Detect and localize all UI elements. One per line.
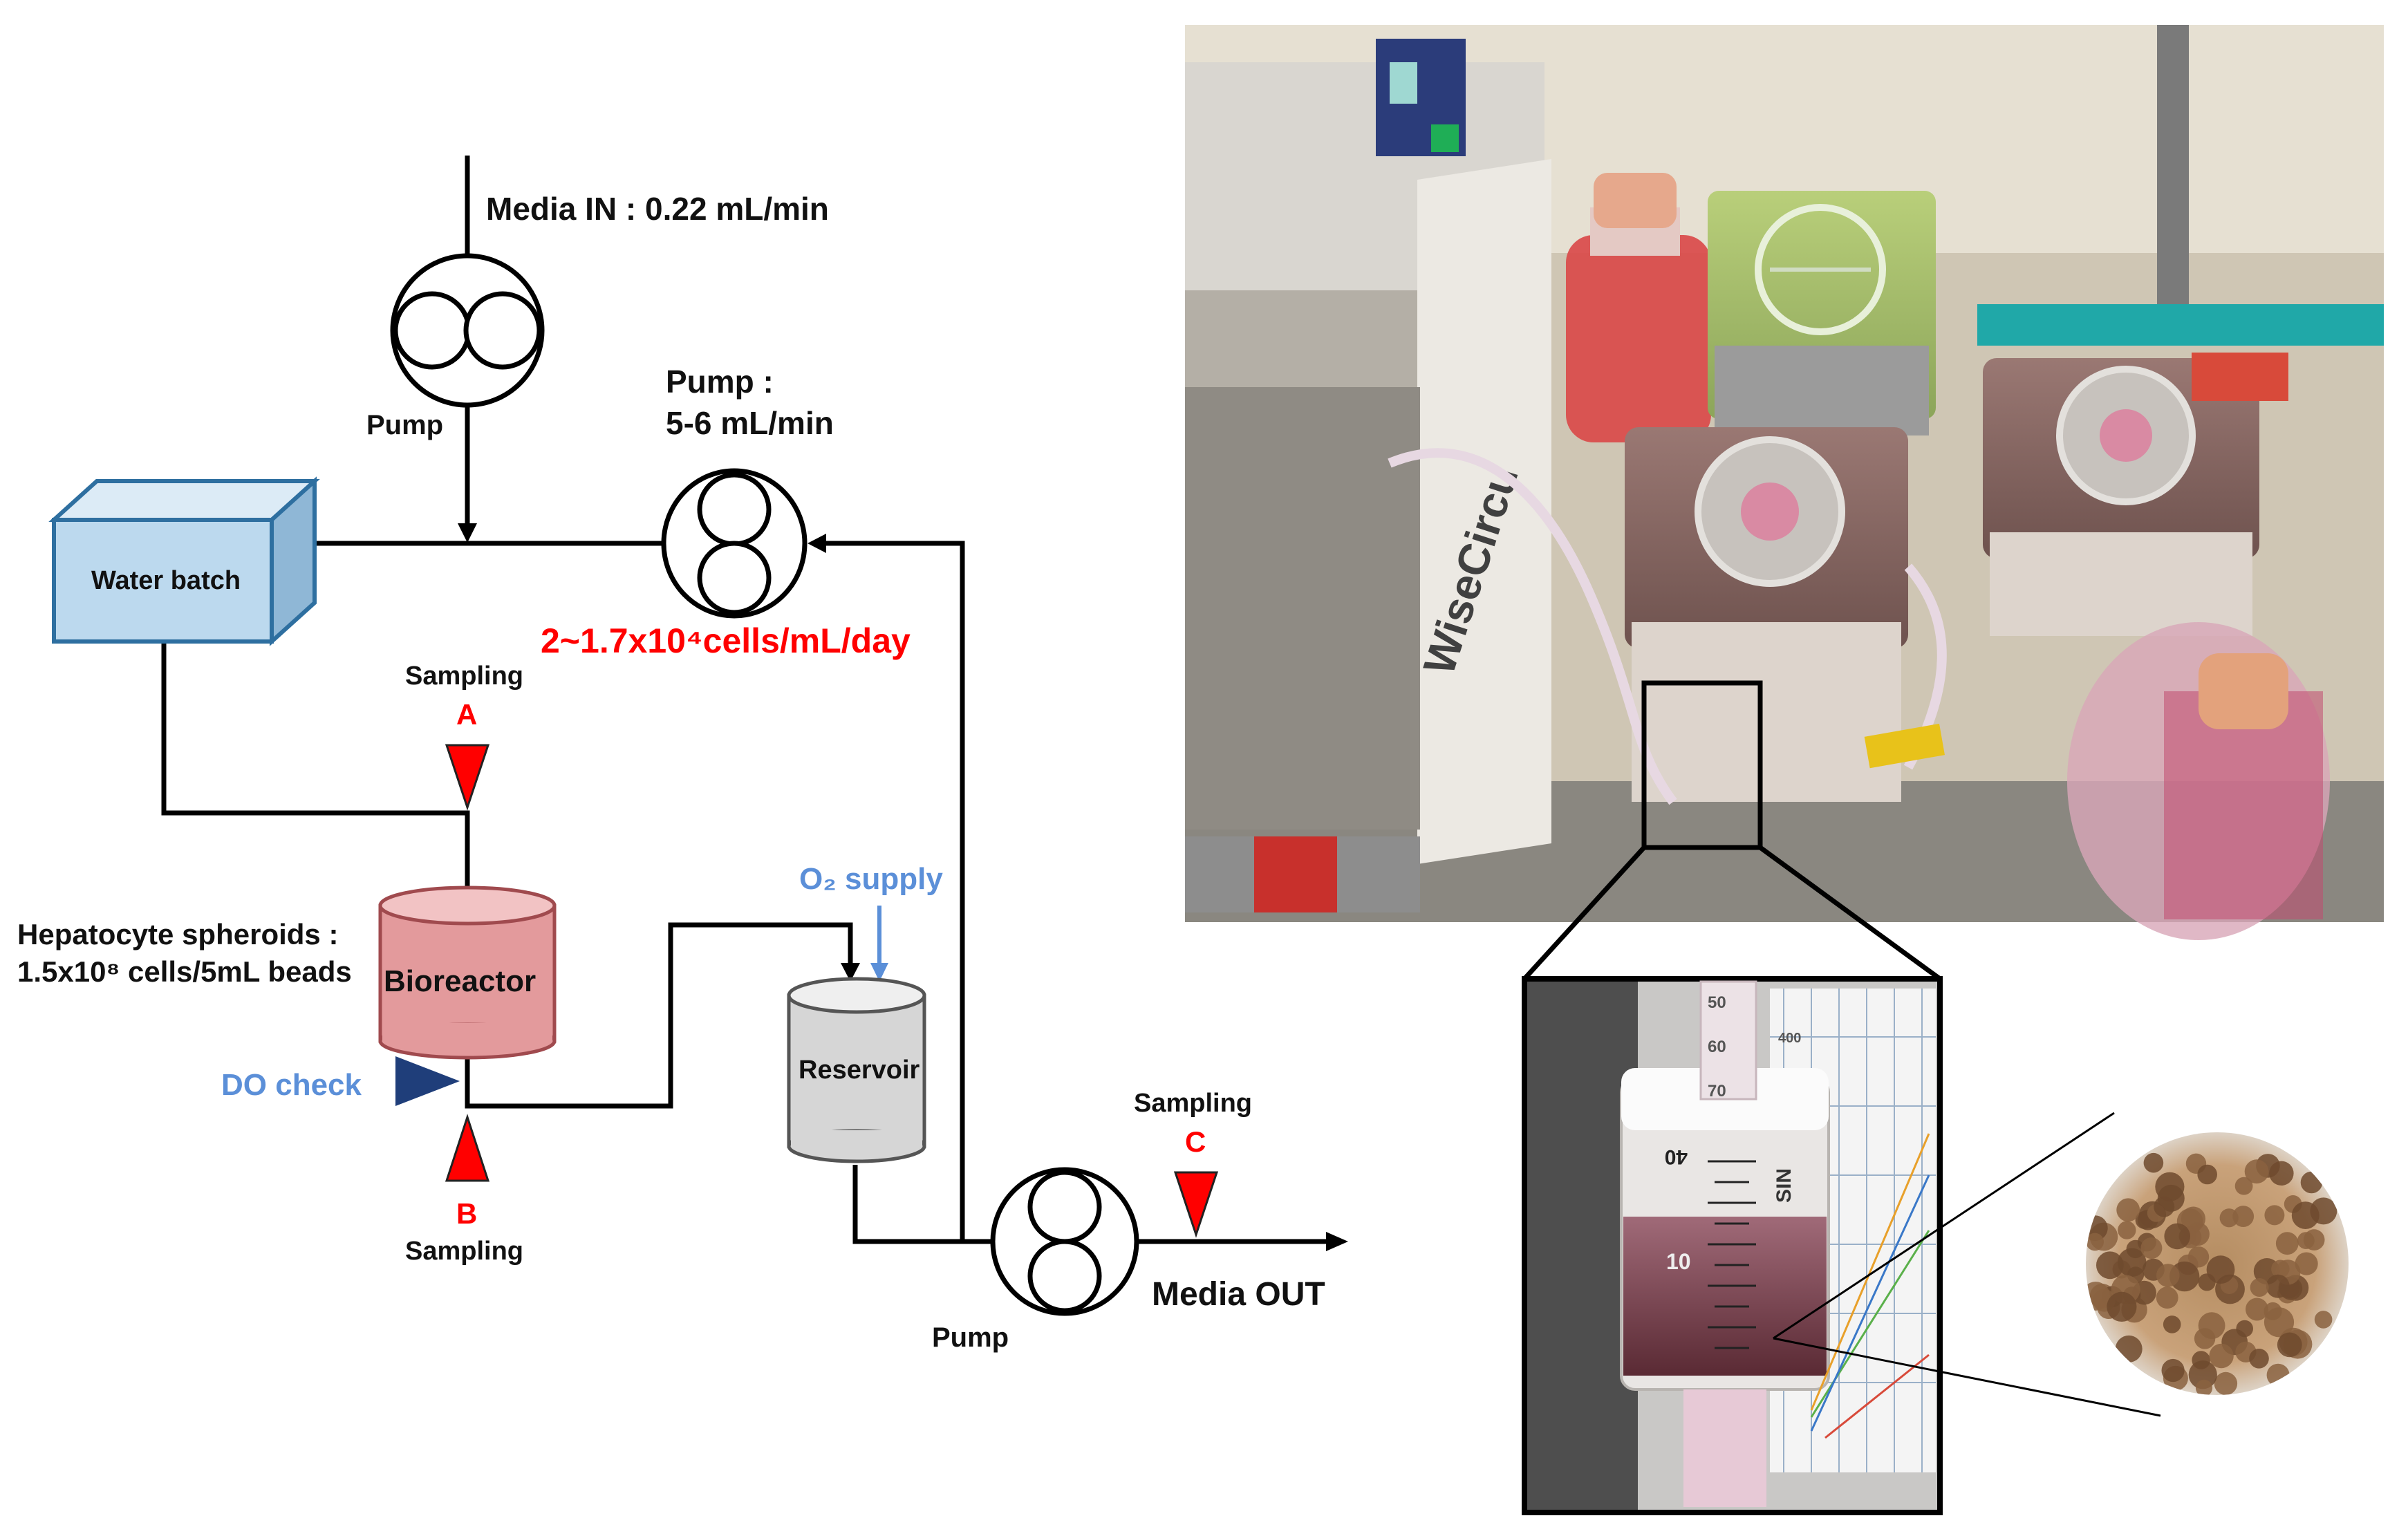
syringe-brand: SIN	[1773, 1168, 1795, 1203]
spheroid-dot	[2236, 1320, 2253, 1338]
pump-right-rate: 5-6 mL/min	[666, 405, 834, 441]
pump-right-title: Pump :	[666, 364, 774, 400]
pump-right	[661, 468, 808, 619]
do-check-marker-icon	[395, 1056, 460, 1106]
spheroid-dot	[2143, 1152, 2164, 1173]
sampling-a-label: Sampling	[405, 662, 523, 691]
do-check-label: DO check	[221, 1068, 362, 1102]
spheroid-dot	[2271, 1259, 2290, 1278]
green-pump-unit	[1708, 191, 1936, 435]
o2-supply-label: O₂ supply	[799, 862, 943, 896]
marker-c-label: C	[1185, 1125, 1206, 1158]
triangle-marker-icon	[1173, 1171, 1219, 1238]
spheroid-dot	[2118, 1221, 2136, 1239]
spheroid-dot	[2314, 1311, 2333, 1329]
media-out-label: Media OUT	[1152, 1276, 1325, 1313]
spheroid-dot	[2206, 1255, 2235, 1284]
spheroid-dot	[2161, 1358, 2185, 1383]
flow-lines	[161, 156, 1327, 1244]
spheroid-dot	[2209, 1343, 2234, 1369]
bioreactor-label: Bioreactor	[384, 964, 536, 998]
microscope-spheroids-image	[2086, 1132, 2349, 1395]
media-bottle-right	[2067, 622, 2330, 940]
spheroid-dot	[2086, 1233, 2104, 1251]
spheroid-dot	[2295, 1252, 2318, 1275]
pump-top-label: Pump	[366, 410, 443, 440]
arrowhead-icon	[1326, 1232, 1348, 1251]
marker-b-label: B	[456, 1197, 477, 1230]
zoom-inset-syringe: 10 40 50 60 70 400 SIN	[1522, 976, 1943, 1515]
pump-bottom-label: Pump	[932, 1322, 1009, 1353]
spheroid-dot	[2194, 1328, 2216, 1349]
spheroid-dot	[2234, 1177, 2253, 1195]
spheroid-dot	[2277, 1332, 2302, 1358]
spheroid-dot	[2096, 1251, 2124, 1280]
sampling-b-label: Sampling	[405, 1237, 523, 1266]
spheroid-dot	[2244, 1159, 2269, 1184]
spheroid-dot	[2116, 1198, 2140, 1222]
water-batch-label: Water batch	[91, 566, 241, 595]
syringe-mark-60: 60	[1708, 1038, 1726, 1056]
spheroid-dot	[2154, 1196, 2175, 1217]
spheroid-dot	[2269, 1161, 2294, 1186]
spheroid-dot	[2291, 1201, 2320, 1229]
spheroids-detail: 1.5x10⁸ cells/5mL beads	[17, 955, 352, 988]
media-in-label: Media IN : 0.22 mL/min	[486, 191, 829, 227]
setup-photo: WiseCircu	[1185, 25, 2384, 940]
spheroid-dot	[2195, 1379, 2213, 1395]
spheroid-dot	[2156, 1286, 2178, 1309]
syringe-mark-10: 10	[1666, 1249, 1691, 1274]
arrowhead-icon	[808, 534, 826, 553]
cell-rate-label: 2~1.7x10⁴cells/mL/day	[541, 621, 911, 660]
spheroid-dot	[2246, 1298, 2268, 1321]
marker-a-label: A	[456, 698, 477, 731]
microscope-connectors	[1773, 1112, 2161, 1417]
spheroid-dot	[2266, 1274, 2290, 1298]
spheroid-dot	[2117, 1248, 2147, 1277]
brown-pump-right	[1983, 353, 2288, 636]
arrowhead-icon	[841, 963, 860, 982]
syringe-mark-70: 70	[1708, 1082, 1726, 1101]
syringe-mark-40: 40	[1665, 1145, 1688, 1168]
arrowhead-icon	[870, 963, 888, 982]
spheroid-dot	[2107, 1291, 2137, 1322]
media-bottle-left	[1566, 173, 1711, 442]
pump-top	[390, 253, 545, 408]
spheroid-dot	[2275, 1232, 2299, 1255]
spheroid-dot	[2250, 1278, 2269, 1297]
spheroid-dot	[2192, 1351, 2210, 1369]
brown-pump-center	[1625, 427, 1908, 802]
spheroid-dot	[2300, 1171, 2323, 1194]
spheroid-dot	[2232, 1206, 2255, 1227]
spheroid-dot	[2156, 1264, 2180, 1287]
spheroid-dot	[2264, 1302, 2282, 1320]
sampling-c-label: Sampling	[1134, 1089, 1252, 1118]
spheroid-dot	[2264, 1205, 2285, 1226]
zoom-connectors	[1522, 845, 1942, 981]
water-bath-unit: WiseCircu	[1185, 39, 1551, 864]
spheroid-dot	[2197, 1164, 2217, 1185]
pump-bottom	[990, 1167, 1139, 1316]
spheroid-dot	[2266, 1363, 2290, 1387]
arrowhead-icon	[458, 523, 477, 543]
triangle-marker-icon	[445, 744, 490, 811]
spheroid-dot	[2163, 1315, 2181, 1333]
spheroids-title: Hepatocyte spheroids :	[17, 918, 338, 950]
reservoir-label: Reservoir	[799, 1056, 920, 1085]
bioreactor-vessel	[378, 886, 557, 1060]
spheroid-dot	[2214, 1371, 2238, 1395]
reservoir-vessel	[787, 977, 926, 1163]
spheroid-dot	[2115, 1335, 2143, 1362]
water-batch-box	[48, 476, 320, 646]
spheroid-dot	[2140, 1237, 2163, 1259]
syringe-mark-50: 50	[1708, 993, 1726, 1012]
triangle-marker-icon	[445, 1114, 490, 1182]
spheroid-dot	[2249, 1349, 2269, 1369]
spheroid-dot	[2164, 1223, 2190, 1250]
grid-mark-400: 400	[1778, 1031, 1801, 1046]
spheroid-dot	[2303, 1229, 2325, 1251]
